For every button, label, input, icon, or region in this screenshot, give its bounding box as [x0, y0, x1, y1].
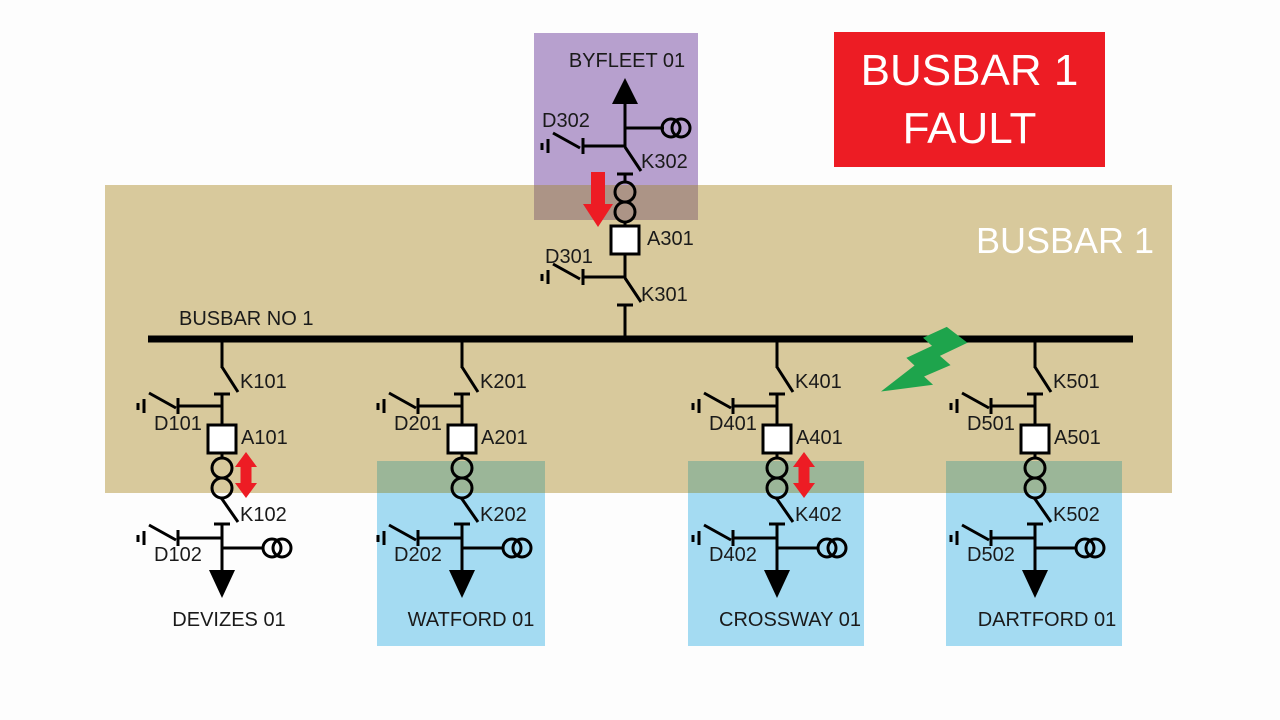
switch-k302-icon [617, 146, 643, 176]
byfleet-name-label: BYFLEET 01 [568, 50, 686, 72]
byfleet-outgoing-arrow-icon [612, 78, 638, 104]
disconnector-d301-icon [540, 262, 625, 285]
crossway-flow-arrow-icon [793, 452, 815, 498]
d301-label: D301 [545, 246, 593, 268]
k402-label: K402 [795, 504, 842, 526]
devizes-flow-arrow-icon [235, 452, 257, 498]
k501-label: K501 [1053, 371, 1100, 393]
busbar-fault-banner: BUSBAR 1 FAULT [834, 32, 1105, 167]
d502-label: D502 [967, 544, 1015, 566]
a401-label: A401 [796, 427, 843, 449]
dartford-name-label: DARTFORD 01 [977, 609, 1117, 631]
d201-label: D201 [394, 413, 442, 435]
d102-label: D102 [154, 544, 202, 566]
a201-label: A201 [481, 427, 528, 449]
byfleet-flow-arrow-icon [583, 172, 613, 227]
k101-label: K101 [240, 371, 287, 393]
watford-name-label: WATFORD 01 [407, 609, 535, 631]
a501-label: A501 [1054, 427, 1101, 449]
disconnector-d302-icon [540, 131, 625, 154]
a301-label: A301 [647, 228, 694, 250]
byfleet-source-linework [540, 78, 692, 338]
crossway-name-label: CROSSWAY 01 [719, 609, 861, 631]
k202-label: K202 [480, 504, 527, 526]
d101-label: D101 [154, 413, 202, 435]
devizes-name-label: DEVIZES 01 [172, 609, 286, 631]
busbar-zone-label: BUSBAR 1 [976, 220, 1155, 261]
fault-bolt-icon [880, 326, 968, 392]
d202-label: D202 [394, 544, 442, 566]
busbar-name-label: BUSBAR NO 1 [179, 308, 314, 330]
k302-label: K302 [641, 151, 688, 173]
k301-label: K301 [641, 284, 688, 306]
fault-banner-line2: FAULT [902, 103, 1037, 153]
k502-label: K502 [1053, 504, 1100, 526]
d501-label: D501 [967, 413, 1015, 435]
k401-label: K401 [795, 371, 842, 393]
d402-label: D402 [709, 544, 757, 566]
switch-k301-icon [617, 277, 643, 307]
fault-banner-line1: BUSBAR 1 [860, 46, 1079, 96]
d401-label: D401 [709, 413, 757, 435]
breaker-a301-icon [609, 224, 641, 256]
d302-label: D302 [542, 110, 590, 132]
byfleet-vt-icon [660, 117, 682, 139]
k201-label: K201 [480, 371, 527, 393]
a101-label: A101 [241, 427, 288, 449]
k102-label: K102 [240, 504, 287, 526]
